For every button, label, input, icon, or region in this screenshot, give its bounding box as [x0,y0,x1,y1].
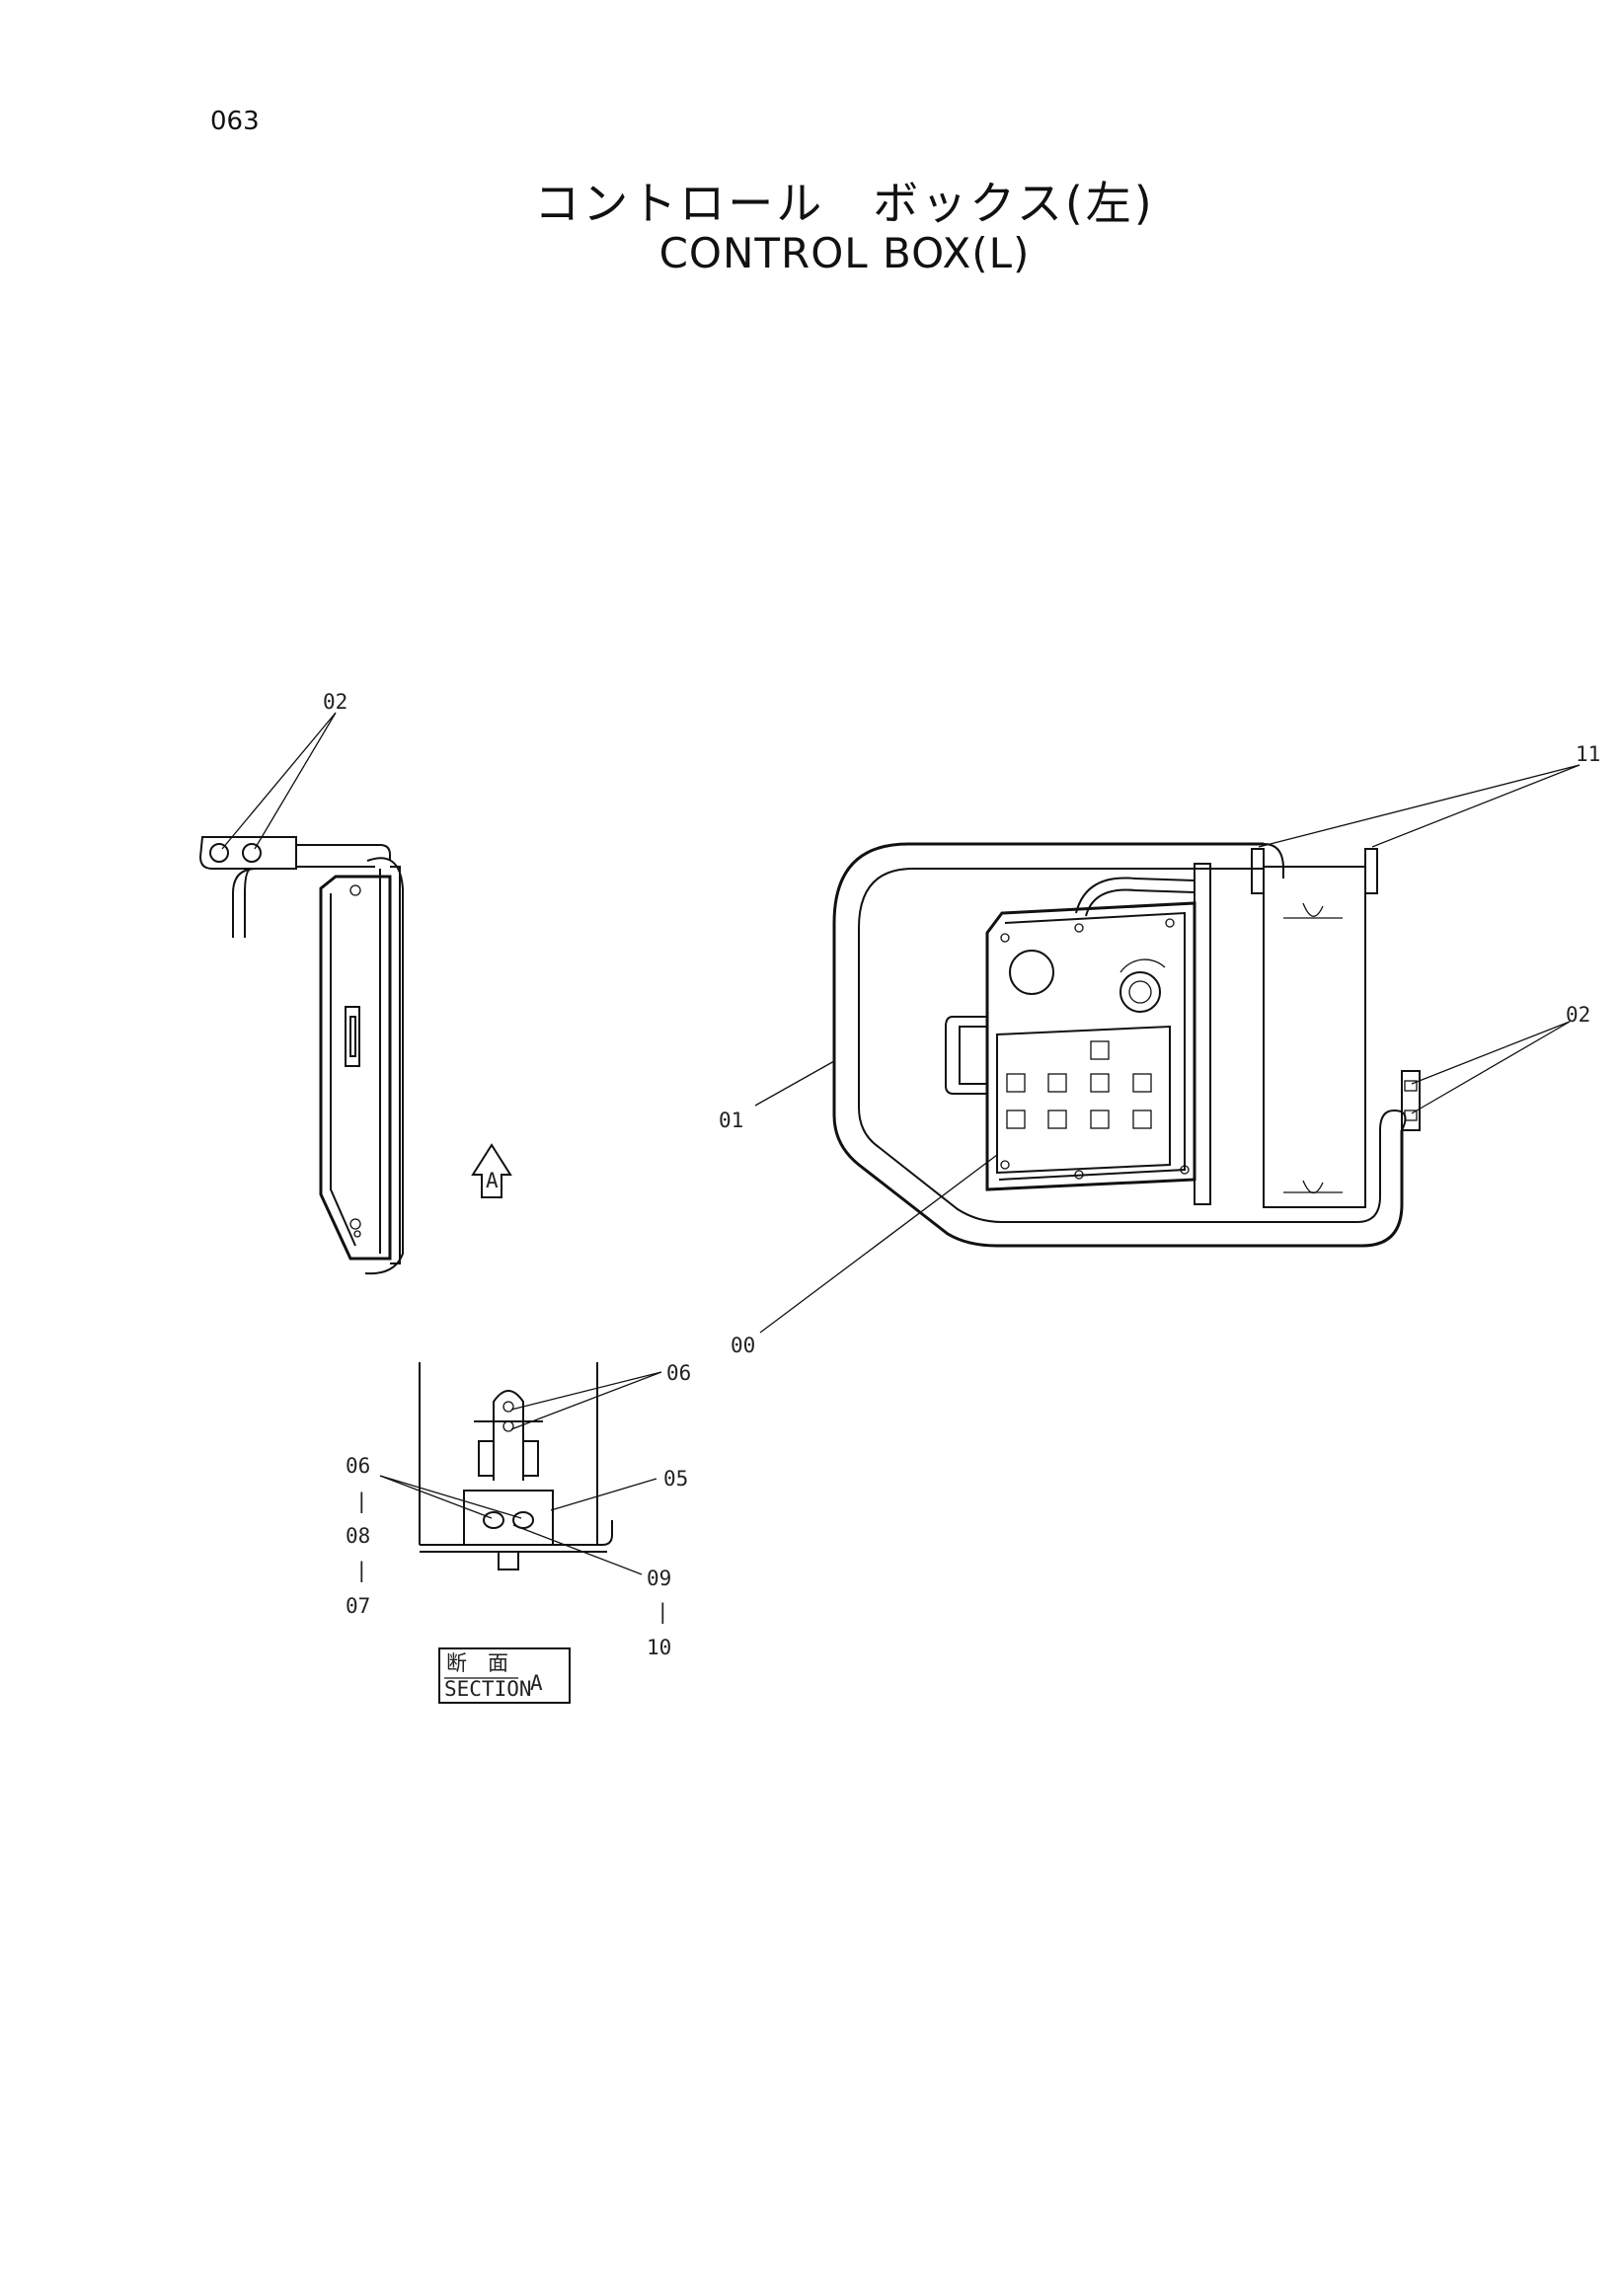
callout-09: 09 [647,1567,671,1590]
view-marker-letter: A [486,1169,499,1192]
page-number: 063 [210,107,260,136]
callout-01: 01 [719,1109,743,1132]
callout-06-top: 06 [666,1361,691,1385]
callout-00: 00 [731,1334,755,1357]
section-label-jp: 断 面 [446,1651,508,1675]
front-view [832,842,1421,1248]
range-dash-1: | [355,1490,368,1514]
title-japanese: コントロール ボックス(左) [534,177,1155,230]
section-label-en: SECTION [444,1677,532,1701]
callout-08: 08 [346,1524,370,1548]
leader-lines [221,712,1581,1575]
callout-02-right: 02 [1566,1003,1590,1027]
callout-06-left: 06 [346,1454,370,1478]
callout-10: 10 [647,1636,671,1659]
title-english: CONTROL BOX(L) [658,229,1031,277]
section-a-view [419,1362,613,1570]
callout-02-left: 02 [323,690,347,714]
view-a-arrow: A [471,1143,512,1198]
range-dash-3: | [656,1600,669,1625]
range-dash-2: | [355,1559,368,1583]
section-a-label-box: 断 面 SECTION A [438,1647,571,1704]
side-view [198,836,404,1275]
callout-07: 07 [346,1594,370,1618]
callout-05: 05 [663,1467,688,1491]
callout-11: 11 [1576,742,1600,766]
section-label-letter: A [530,1671,543,1695]
